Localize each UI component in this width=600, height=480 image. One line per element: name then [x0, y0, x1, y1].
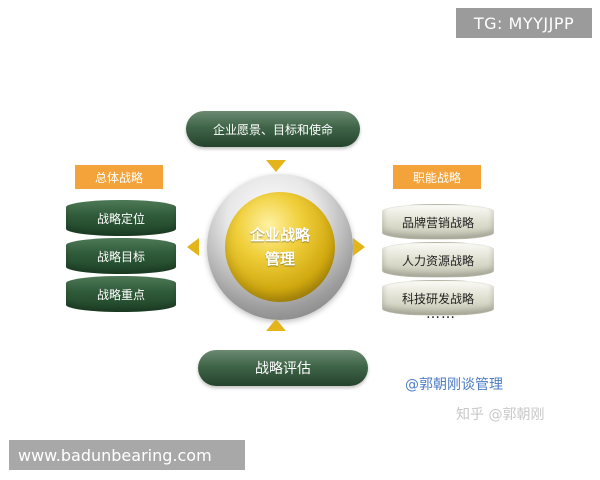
up-arrow-icon — [266, 319, 286, 331]
right-arrow-icon — [353, 238, 365, 256]
site-watermark: www.badunbearing.com — [9, 440, 245, 470]
more-items-ellipsis: …… — [426, 306, 456, 322]
center-title-line-1: 企业战略 — [249, 226, 310, 244]
zhihu-watermark: 知乎 @郭朝刚 — [456, 407, 545, 423]
strategy-goals-item: 战略目标 — [66, 238, 176, 274]
author-credit: @郭朝刚谈管理 — [405, 377, 503, 393]
functional-strategy-header: 职能战略 — [393, 165, 481, 189]
vision-goals-mission-pill: 企业愿景、目标和使命 — [186, 111, 360, 147]
strategy-evaluation-pill: 战略评估 — [198, 350, 368, 386]
enterprise-strategy-management-center: 企业战略 管理 — [225, 192, 335, 302]
tg-watermark: TG: MYYJJPP — [456, 8, 592, 38]
human-resources-strategy-item: 人力资源战略 — [382, 242, 494, 278]
left-arrow-icon — [187, 238, 199, 256]
down-arrow-icon — [266, 160, 286, 172]
strategy-positioning-item: 战略定位 — [66, 200, 176, 236]
overall-strategy-stack: 战略定位 战略目标 战略重点 — [66, 200, 176, 314]
center-title-line-2: 管理 — [264, 250, 295, 268]
functional-strategy-stack: 品牌营销战略 人力资源战略 科技研发战略 — [382, 204, 494, 318]
rd-strategy-item: 科技研发战略 — [382, 280, 494, 316]
strategy-focus-item: 战略重点 — [66, 276, 176, 312]
overall-strategy-header: 总体战略 — [75, 165, 163, 189]
brand-marketing-strategy-item: 品牌营销战略 — [382, 204, 494, 240]
